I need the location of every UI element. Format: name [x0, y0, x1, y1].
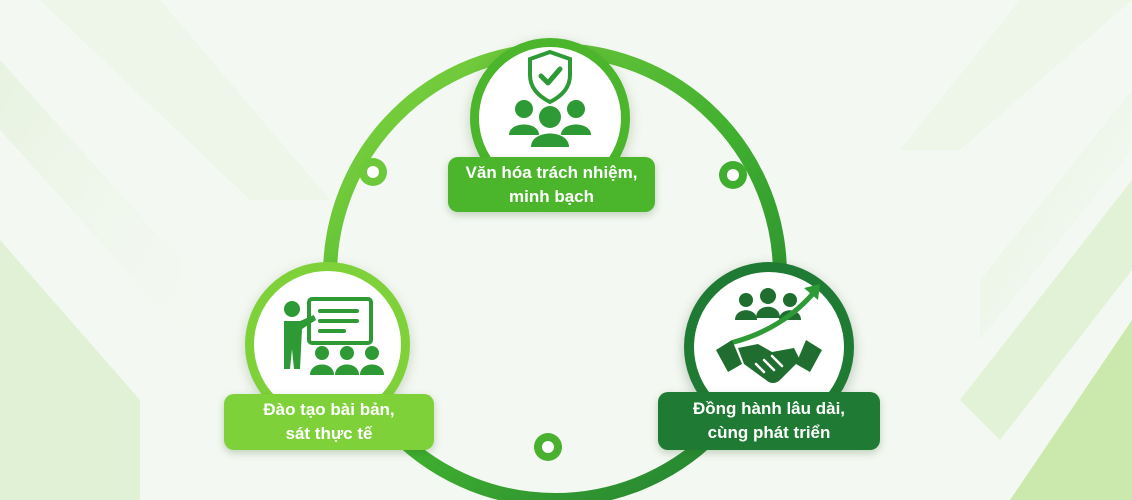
- node-companion-label-line1: Đồng hành lâu dài,: [692, 399, 846, 418]
- node-training-label-line1: Đào tạo bài bản,: [263, 400, 395, 419]
- shield-check-team-icon: [509, 49, 591, 147]
- node-training-label: Đào tạo bài bản, sát thực tế: [224, 394, 434, 450]
- ring-connector-dot: [719, 161, 747, 189]
- teacher-presentation-icon: [284, 297, 384, 375]
- node-companion-label-line2: cùng phát triển: [707, 423, 831, 442]
- ring-connector-dot: [534, 433, 562, 461]
- ring-connector-dot: [359, 158, 387, 186]
- node-culture-label-line1: Văn hóa trách nhiệm,: [465, 162, 638, 182]
- handshake-growth-icon: [716, 284, 822, 383]
- node-companion-label: Đồng hành lâu dài, cùng phát triển: [658, 392, 880, 450]
- node-culture-label-line2: minh bạch: [508, 186, 594, 206]
- node-culture-label: Văn hóa trách nhiệm, minh bạch: [448, 157, 655, 212]
- node-training-label-line2: sát thực tế: [285, 424, 373, 443]
